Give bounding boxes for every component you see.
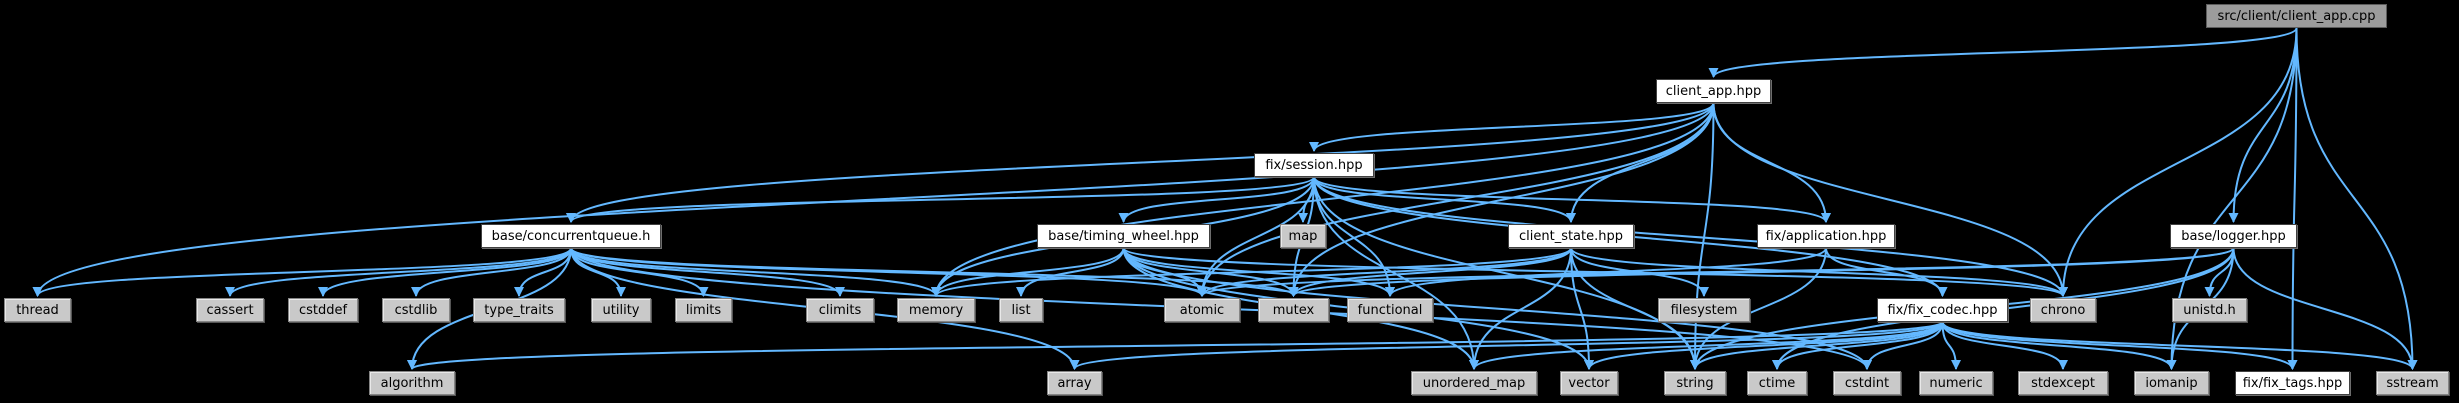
node-array: array (1047, 371, 1102, 395)
edge-client_app-to-string (1690, 102, 1715, 370)
edge-concurrentqueue-to-cstddef (318, 247, 572, 297)
node-unordered_map: unordered_map (1411, 371, 1537, 395)
edge-client_state-to-unordered_map (1469, 247, 1572, 370)
edge-session-to-chrono (1313, 176, 2068, 297)
node-string: string (1664, 371, 1726, 395)
edge-client_app-to-memory (931, 102, 1715, 297)
edge-session-to-client_state (1313, 176, 1576, 223)
edge-fix_codec-to-cstdint (1862, 321, 1944, 370)
node-filesystem: filesystem (1658, 298, 1750, 322)
edge-session-to-unordered_map (1313, 176, 1479, 370)
node-application[interactable]: fix/application.hpp (1757, 224, 1895, 248)
edge-timing_wheel-to-memory (931, 247, 1125, 297)
edge-fix_codec-to-ctime (1772, 321, 1944, 370)
node-cstddef: cstddef (288, 298, 358, 322)
edge-client_app-to-mutex (1288, 102, 1715, 297)
edge-timing_wheel-to-mutex (1122, 247, 1299, 297)
edge-concurrentqueue-to-cassert (225, 247, 572, 297)
node-cstdlib: cstdlib (382, 298, 450, 322)
node-numeric: numeric (1919, 371, 1993, 395)
edge-logger-to-sstream (2232, 247, 2418, 370)
edge-session-to-concurrentqueue (566, 176, 1315, 223)
node-vector: vector (1560, 371, 1618, 395)
edge-concurrentqueue-to-thread (32, 247, 572, 297)
edge-session-to-atomic (1197, 176, 1315, 297)
edge-concurrentqueue-to-climits (570, 247, 845, 297)
edge-application-to-functional (1385, 247, 1827, 297)
node-root: src/client/client_app.cpp (2206, 4, 2387, 28)
edge-client_app-to-application (1712, 102, 1831, 223)
edge-client_app-to-session (1309, 102, 1715, 152)
node-map: map (1280, 224, 1326, 248)
edge-concurrentqueue-to-memory (570, 247, 941, 297)
node-list: list (999, 298, 1043, 322)
edge-fix_codec-to-array (1069, 321, 1944, 370)
node-utility: utility (591, 298, 651, 322)
node-climits: climits (806, 298, 874, 322)
node-memory: memory (897, 298, 975, 322)
node-cassert: cassert (196, 298, 264, 322)
edge-fix_codec-to-vector (1584, 321, 1944, 370)
node-fix_codec[interactable]: fix/fix_codec.hpp (1877, 298, 2008, 322)
node-algorithm: algorithm (369, 371, 455, 395)
edge-timing_wheel-to-list (1016, 247, 1125, 297)
edge-client_state-to-mutex (1288, 247, 1572, 297)
edge-client_state-to-filesystem (1570, 247, 1709, 297)
edge-client_app-to-thread (32, 102, 1715, 297)
edge-fix_codec-to-sstream (1941, 321, 2418, 370)
edge-fix_codec-to-numeric (1941, 321, 1961, 370)
edge-concurrentqueue-to-utility (570, 247, 626, 297)
node-chrono: chrono (2030, 298, 2096, 322)
edge-client_state-to-atomic (1197, 247, 1572, 297)
node-client_app[interactable]: client_app.hpp (1656, 79, 1771, 103)
edge-root-to-fix_tags (2287, 27, 2298, 370)
edge-root-to-chrono (2058, 27, 2298, 297)
edge-session-to-timing_wheel (1118, 176, 1315, 223)
edge-concurrentqueue-to-type_traits (514, 247, 572, 297)
node-timing_wheel[interactable]: base/timing_wheel.hpp (1037, 224, 1210, 248)
node-logger[interactable]: base/logger.hpp (2170, 224, 2297, 248)
node-thread: thread (4, 298, 71, 322)
node-fix_tags[interactable]: fix/fix_tags.hpp (2235, 371, 2350, 395)
edge-fix_codec-to-fix_tags (1941, 321, 2298, 370)
node-unistd: unistd.h (2172, 298, 2247, 322)
edge-client_app-to-chrono (1712, 102, 2068, 297)
edge-root-to-client_app (1708, 27, 2298, 78)
edge-fix_codec-to-string (1690, 321, 1944, 370)
node-ctime: ctime (1747, 371, 1807, 395)
edge-client_state-to-chrono (1570, 247, 2068, 297)
node-concurrentqueue[interactable]: base/concurrentqueue.h (481, 224, 661, 248)
node-atomic: atomic (1164, 298, 1240, 322)
node-client_state[interactable]: client_state.hpp (1508, 224, 1634, 248)
edge-root-to-logger (2228, 27, 2298, 223)
edge-session-to-application (1313, 176, 1831, 223)
edge-application-to-fix_codec (1825, 247, 1948, 297)
node-limits: limits (675, 298, 732, 322)
edge-concurrentqueue-to-cstdlib (411, 247, 572, 297)
edge-root-to-sstream (2295, 27, 2418, 370)
edge-fix_codec-to-algorithm (407, 321, 1944, 370)
node-mutex: mutex (1258, 298, 1329, 322)
node-type_traits: type_traits (473, 298, 565, 322)
edge-client_state-to-memory (931, 247, 1572, 297)
edge-client_state-to-vector (1570, 247, 1594, 370)
node-sstream: sstream (2376, 371, 2449, 395)
edge-client_app-to-concurrentqueue (566, 102, 1715, 223)
node-iomanip: iomanip (2134, 371, 2209, 395)
edge-fix_codec-to-unordered_map (1469, 321, 1944, 370)
node-session[interactable]: fix/session.hpp (1254, 153, 1374, 177)
edge-fix_codec-to-stdexcept (1941, 321, 2068, 370)
edge-fix_codec-to-iomanip (1941, 321, 2177, 370)
node-stdexcept: stdexcept (2018, 371, 2108, 395)
edge-logger-to-mutex (1288, 247, 2235, 297)
node-functional: functional (1347, 298, 1433, 322)
node-cstdint: cstdint (1833, 371, 1901, 395)
